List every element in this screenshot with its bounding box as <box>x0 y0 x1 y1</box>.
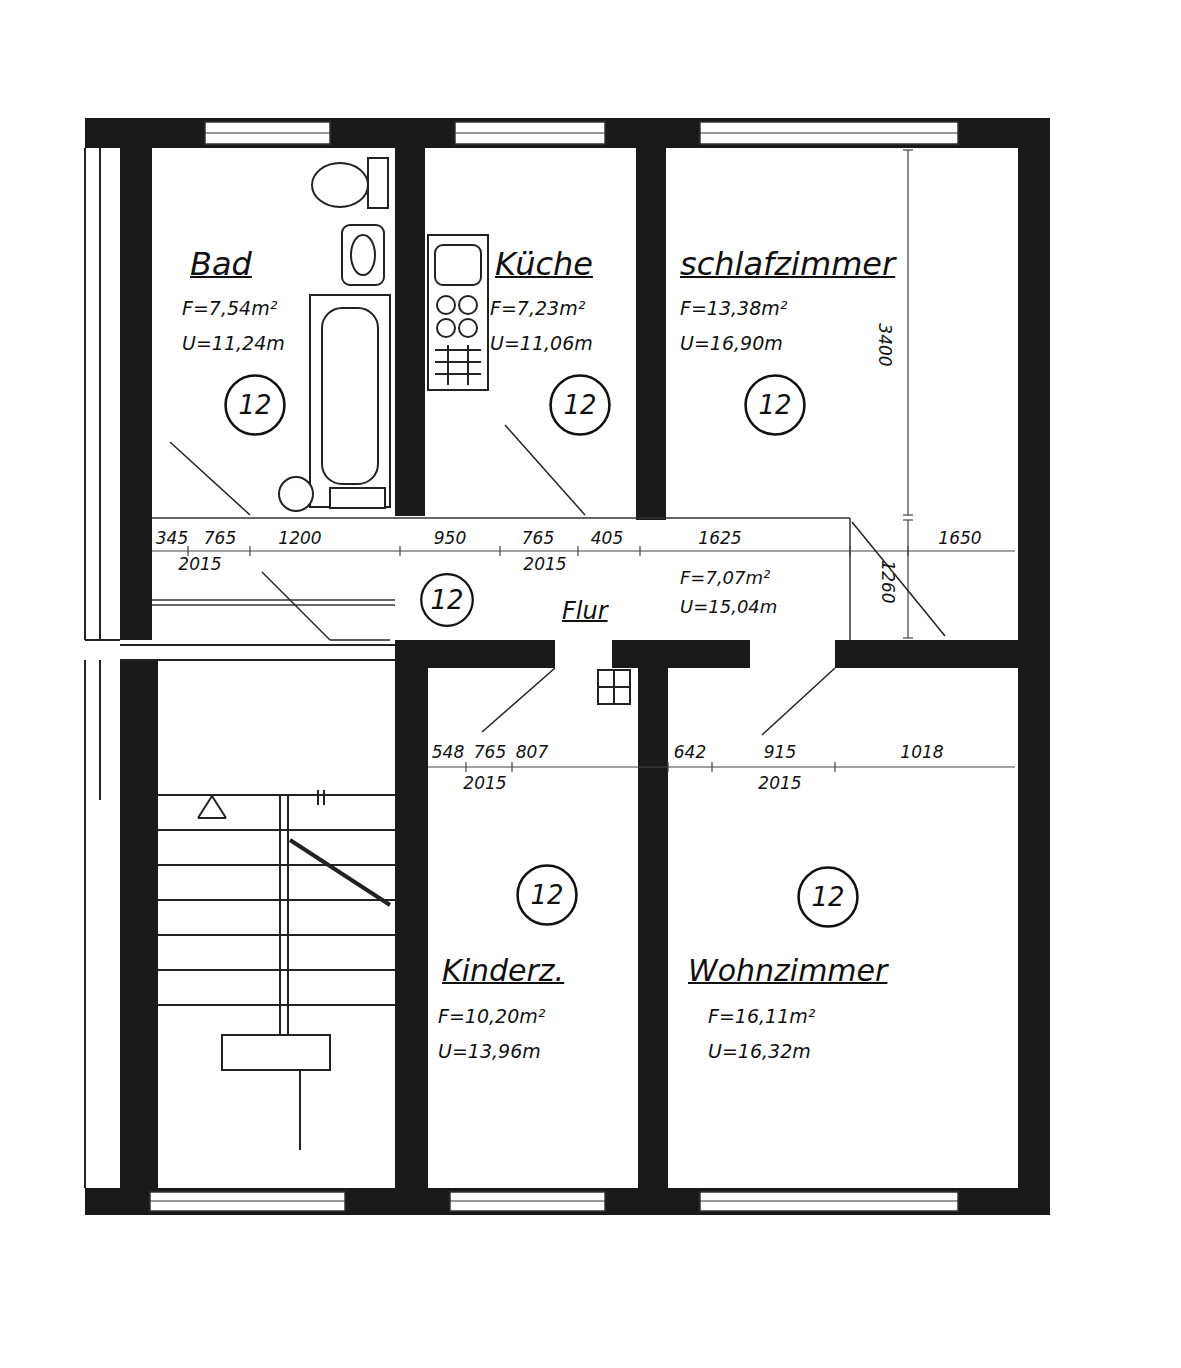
dimension-label: 3400 <box>876 323 895 366</box>
room-number-circle: 12 <box>515 863 579 927</box>
dimension-label: 1260 <box>879 560 898 603</box>
room-number: 12 <box>563 390 596 420</box>
room-measure: U=16,90m <box>680 333 783 355</box>
dimension-label: 548 <box>432 743 464 762</box>
room-measure: U=13,96m <box>438 1041 541 1063</box>
room-measure: F=7,07m² <box>680 568 770 589</box>
room-number: 12 <box>430 585 463 615</box>
room-number-circle: 12 <box>743 373 807 437</box>
room-name: Flur <box>562 598 608 626</box>
dimension-label: 915 <box>764 743 796 762</box>
room-number-circle: 12 <box>223 373 287 437</box>
room-measure: U=11,24m <box>182 333 285 355</box>
room-number: 12 <box>758 390 791 420</box>
room-name: Wohnzimmer <box>688 954 887 989</box>
dimension-label: 405 <box>591 529 623 548</box>
room-number-circle: 12 <box>419 572 475 628</box>
room-measure: U=11,06m <box>490 333 593 355</box>
room: schlafzimmerF=13,38m² U=16,90m 12 <box>666 148 1018 518</box>
dimension-label: 1625 <box>698 529 741 548</box>
dimension-label: 807 <box>516 743 548 762</box>
dimension-label: 1018 <box>900 743 943 762</box>
dimension-label: 2015 <box>523 555 566 574</box>
room-number: 12 <box>811 882 844 912</box>
room-number: 12 <box>530 880 563 910</box>
dimension-label: 765 <box>204 529 236 548</box>
room-measure: F=13,38m² <box>680 298 787 320</box>
dimension-label: 2015 <box>463 774 506 793</box>
dimension-label: 765 <box>522 529 554 548</box>
room-number-circle: 12 <box>796 865 860 929</box>
room-measure: F=16,11m² <box>708 1006 815 1028</box>
room-name: Küche <box>495 246 593 283</box>
room-measure: F=10,20m² <box>438 1006 545 1028</box>
dimension-label: 950 <box>434 529 466 548</box>
dimension-label: 1650 <box>938 529 981 548</box>
room: BadF=7,54m² U=11,24m 12 <box>152 148 395 518</box>
room-measure: F=7,23m² <box>490 298 585 320</box>
dimension-label: 2015 <box>758 774 801 793</box>
room-measure: F=7,54m² <box>182 298 277 320</box>
dimension-label: 345 <box>156 529 188 548</box>
room: WohnzimmerF=16,11m² U=16,32m 12 <box>668 668 1018 1188</box>
room-measure: U=16,32m <box>708 1041 811 1063</box>
room-name: Kinderz. <box>442 954 564 989</box>
room-number-circle: 12 <box>548 373 612 437</box>
dimension-label: 642 <box>674 743 706 762</box>
dimension-label: 1200 <box>278 529 321 548</box>
room-name: Bad <box>190 246 252 283</box>
dimension-label: 765 <box>474 743 506 762</box>
room-number: 12 <box>238 390 271 420</box>
dimension-label: 2015 <box>178 555 221 574</box>
room-measure: U=15,04m <box>680 597 777 618</box>
room-name: schlafzimmer <box>680 246 895 283</box>
room: KücheF=7,23m² U=11,06m 12 <box>425 148 636 518</box>
